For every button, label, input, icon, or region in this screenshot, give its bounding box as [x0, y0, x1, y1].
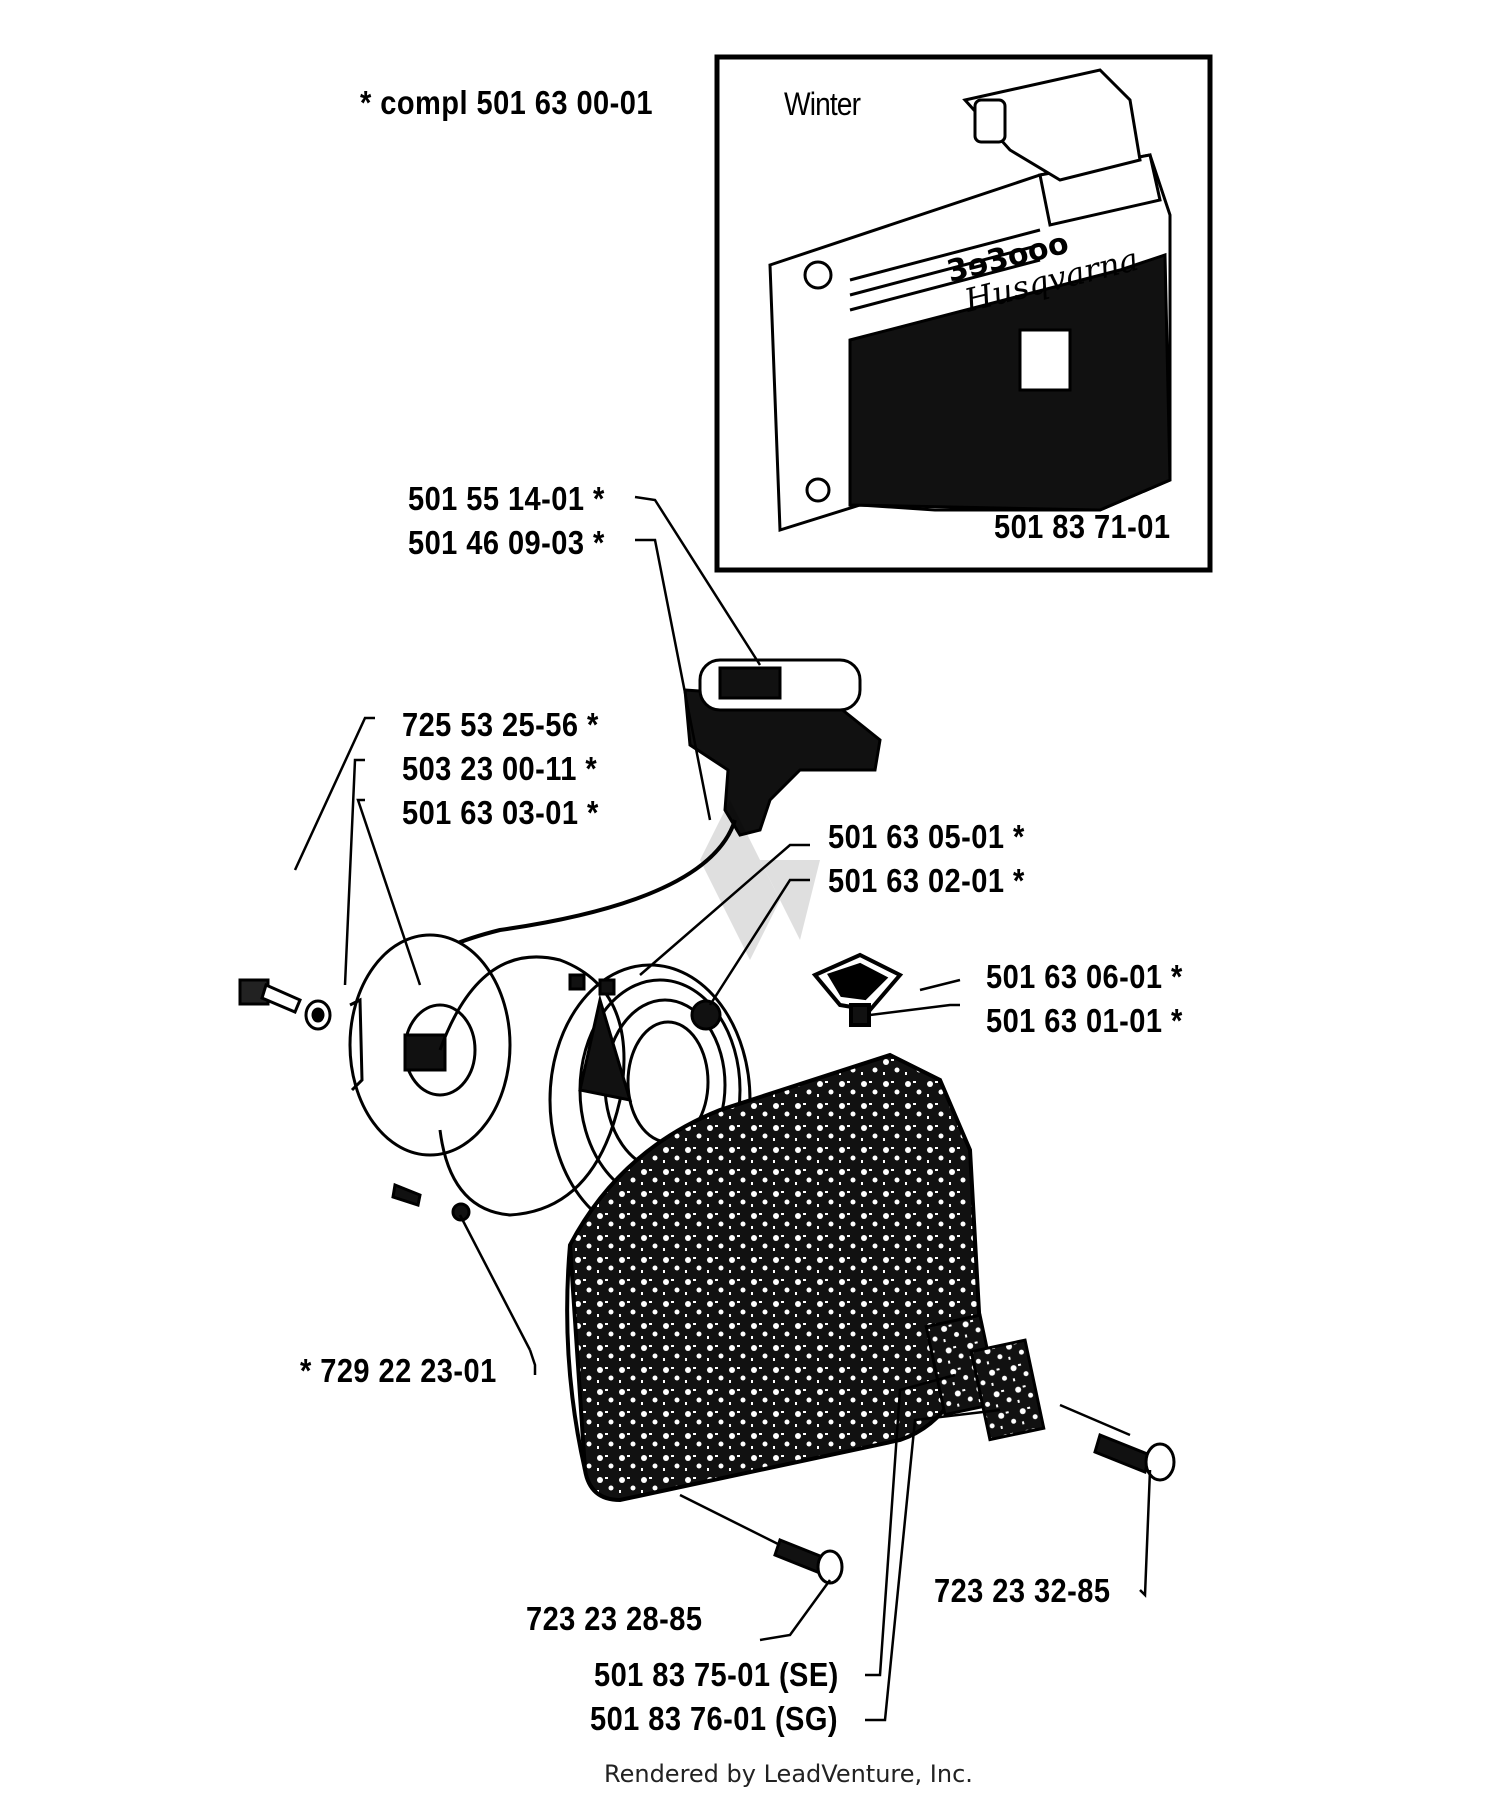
label-pulley-2: 503 23 00-11 *	[402, 750, 598, 787]
label-decal-se: 501 83 75-01 (SE)	[594, 1656, 839, 1693]
starter-handle	[418, 658, 882, 967]
screw-bottom	[773, 1538, 844, 1585]
label-handle-2: 501 46 09-03 *	[408, 524, 605, 561]
label-compl: * compl 501 63 00-01	[360, 84, 653, 121]
leadventure-watermark	[700, 800, 820, 960]
label-screw-right: 723 23 32-85	[934, 1572, 1111, 1609]
label-spring-2: 501 63 02-01 *	[828, 862, 1025, 899]
winter-cover-drawing	[768, 68, 1172, 533]
starter-pulley	[348, 933, 512, 1157]
footer-credit: Rendered by LeadVenture, Inc.	[604, 1760, 973, 1788]
label-decal-sg: 501 83 76-01 (SG)	[590, 1700, 839, 1737]
pulley-bolt	[238, 978, 332, 1031]
label-winter: Winter	[784, 86, 861, 122]
label-cover-1: 501 63 06-01 *	[986, 958, 1183, 995]
winter-inset-frame	[714, 54, 1213, 573]
label-handle-1: 501 55 14-01 *	[408, 480, 605, 517]
label-screw-left: * 729 22 23-01	[300, 1352, 497, 1389]
screw-right	[1093, 1432, 1176, 1482]
label-inset-part: 501 83 71-01	[994, 508, 1171, 545]
label-screw-bottom: 723 23 28-85	[526, 1600, 703, 1637]
starter-cover	[565, 1052, 983, 1503]
cover-fitting	[811, 952, 904, 1027]
label-spring-1: 501 63 05-01 *	[828, 818, 1025, 855]
label-cover-2: 501 63 01-01 *	[986, 1002, 1183, 1039]
label-pulley-3: 501 63 03-01 *	[402, 794, 599, 831]
leader-lines	[293, 495, 1152, 1722]
label-pulley-1: 725 53 25-56 *	[402, 706, 599, 743]
decals	[924, 1313, 1046, 1442]
